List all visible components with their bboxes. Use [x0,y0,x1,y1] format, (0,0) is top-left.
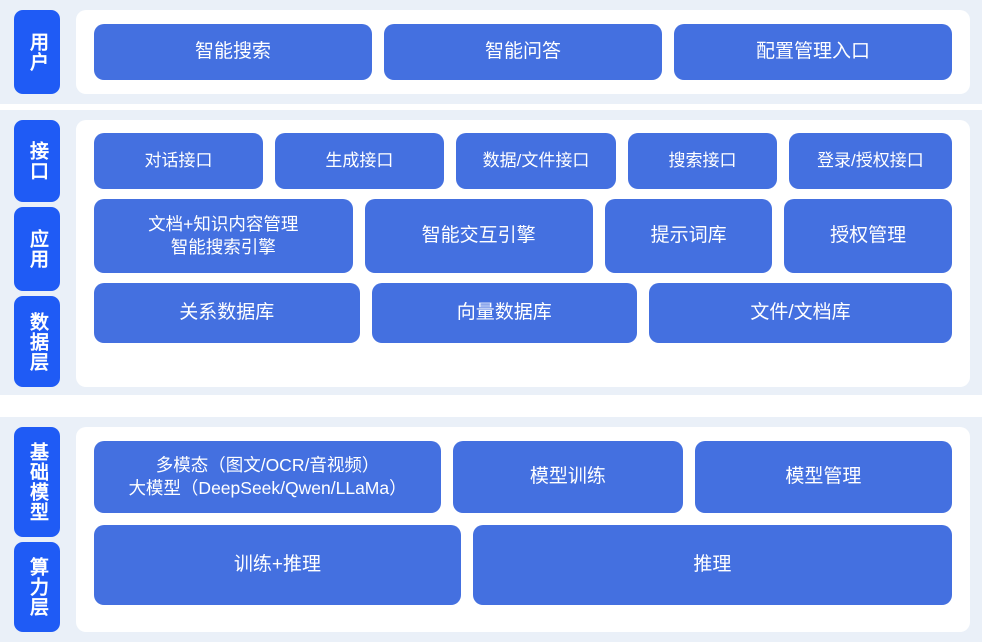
layer-tab-foundation-model-label: 基础模型 [27,442,49,523]
section-platform: 接口 应用 数据层 对话接口 生成接口 数据/文件接口 搜索接口 登录/授权接口… [0,110,982,395]
layer-tab-data[interactable]: 数据层 [14,296,60,387]
panel-user: 智能搜索 智能问答 配置管理入口 [76,10,970,94]
node-training-and-inference[interactable]: 训练+推理 [94,525,461,605]
layer-tab-compute[interactable]: 算力层 [14,542,60,632]
row-data-stores: 关系数据库 向量数据库 文件/文档库 [94,283,953,343]
node-inference[interactable]: 推理 [472,525,952,605]
tab-column-infrastructure: 基础模型 算力层 [14,427,60,632]
node-config-management-entry[interactable]: 配置管理入口 [674,24,952,80]
node-data-file-api[interactable]: 数据/文件接口 [455,133,617,189]
tab-column-platform: 接口 应用 数据层 [14,120,60,387]
section-infrastructure: 基础模型 算力层 多模态（图文/OCR/音视频） 大模型（DeepSeek/Qw… [0,417,982,642]
layer-tab-interface[interactable]: 接口 [14,120,60,202]
layer-tab-user[interactable]: 用户 [14,10,60,94]
layer-tab-foundation-model[interactable]: 基础模型 [14,427,60,538]
node-search-api[interactable]: 搜索接口 [628,133,777,189]
node-generation-api[interactable]: 生成接口 [274,133,444,189]
node-prompt-library[interactable]: 提示词库 [604,199,773,273]
row-foundation-model: 多模态（图文/OCR/音视频） 大模型（DeepSeek/Qwen/LLaMa）… [94,441,953,513]
panel-platform: 对话接口 生成接口 数据/文件接口 搜索接口 登录/授权接口 文档+知识内容管理… [76,120,970,387]
layer-tab-compute-label: 算力层 [27,557,49,618]
layer-tab-application-label: 应用 [27,229,49,269]
node-intelligent-qa[interactable]: 智能问答 [384,24,662,80]
panel-infrastructure: 多模态（图文/OCR/音视频） 大模型（DeepSeek/Qwen/LLaMa）… [76,427,970,632]
tab-column-user: 用户 [14,10,60,94]
node-authorization-management[interactable]: 授权管理 [784,199,952,273]
row-interface: 对话接口 生成接口 数据/文件接口 搜索接口 登录/授权接口 [94,133,952,189]
node-intelligent-search[interactable]: 智能搜索 [94,24,372,80]
node-model-management[interactable]: 模型管理 [694,441,953,513]
node-file-document-store[interactable]: 文件/文档库 [649,283,953,343]
node-intelligent-interaction-engine[interactable]: 智能交互引擎 [364,199,593,273]
row-application: 文档+知识内容管理 智能搜索引擎 智能交互引擎 提示词库 授权管理 [94,199,952,273]
layer-tab-application[interactable]: 应用 [14,207,60,291]
node-relational-database[interactable]: 关系数据库 [94,283,360,343]
node-model-training[interactable]: 模型训练 [453,441,683,513]
node-document-knowledge-management[interactable]: 文档+知识内容管理 智能搜索引擎 [94,199,353,273]
node-dialog-api[interactable]: 对话接口 [94,133,263,189]
node-multimodal-large-model[interactable]: 多模态（图文/OCR/音视频） 大模型（DeepSeek/Qwen/LLaMa） [94,441,442,513]
row-user-entry: 智能搜索 智能问答 配置管理入口 [94,24,952,80]
node-login-auth-api[interactable]: 登录/授权接口 [788,133,952,189]
layer-tab-user-label: 用户 [27,32,49,72]
node-vector-database[interactable]: 向量数据库 [371,283,638,343]
row-compute: 训练+推理 推理 [94,525,952,605]
layer-tab-interface-label: 接口 [27,141,49,181]
section-user: 用户 智能搜索 智能问答 配置管理入口 [0,0,982,104]
layer-tab-data-label: 数据层 [27,311,49,372]
